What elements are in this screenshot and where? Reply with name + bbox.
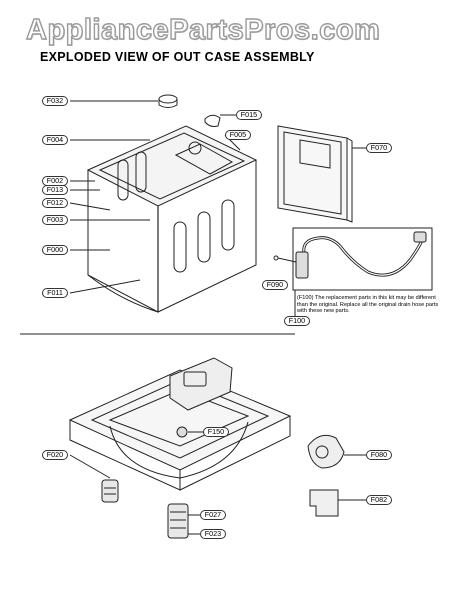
replacement-note: (F100) The replacement parts in this kit… [297,295,439,315]
callout-F150: F150 [203,427,229,437]
callout-F005: F005 [225,130,251,140]
callout-F015: F015 [236,110,262,120]
callout-F080: F080 [366,450,392,460]
callout-F000: F000 [42,245,68,255]
callout-F020: F020 [42,450,68,460]
watermark-logo: AppliancePartsPros.com [25,13,381,46]
callout-F003: F003 [42,215,68,225]
callout-F004: F004 [42,135,68,145]
callout-F023: F023 [200,529,226,539]
diagram-title: EXPLODED VIEW OF OUT CASE ASSEMBLY [40,50,315,64]
callout-F011: F011 [42,288,68,298]
callout-F090: F090 [262,280,288,290]
callout-F100: F100 [284,316,310,326]
callout-F070: F070 [366,143,392,153]
callout-F032: F032 [42,96,68,106]
callout-F082: F082 [366,495,392,505]
callout-F027: F027 [200,510,226,520]
callout-F013: F013 [42,185,68,195]
callout-F012: F012 [42,198,68,208]
